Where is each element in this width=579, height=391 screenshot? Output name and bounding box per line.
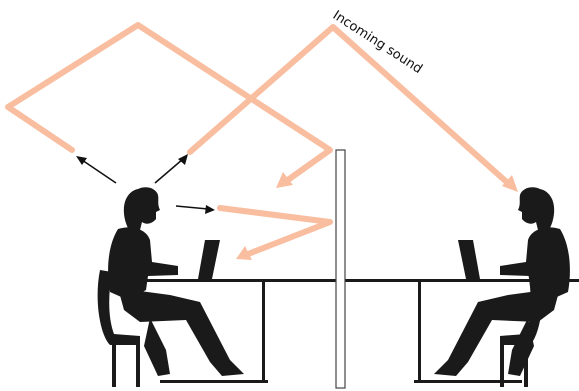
right-person-icon	[434, 187, 570, 387]
desk-foot-left	[160, 380, 268, 383]
voice-arrowhead-right	[205, 205, 215, 214]
voice-arrowhead-up-right	[178, 154, 188, 165]
desk-leg-right	[418, 282, 421, 382]
desk-foot-right	[414, 380, 522, 383]
sound-path-right-loop	[190, 27, 510, 185]
sound-paths	[8, 25, 510, 256]
voice-arrowhead-up-left	[76, 156, 87, 165]
desk-top	[146, 279, 579, 282]
sound-path-reflection	[220, 208, 330, 256]
sound-path-left-loop	[8, 25, 330, 182]
desk-leg-left	[262, 282, 265, 382]
left-person-icon	[98, 187, 244, 387]
acoustic-panel	[336, 150, 345, 388]
